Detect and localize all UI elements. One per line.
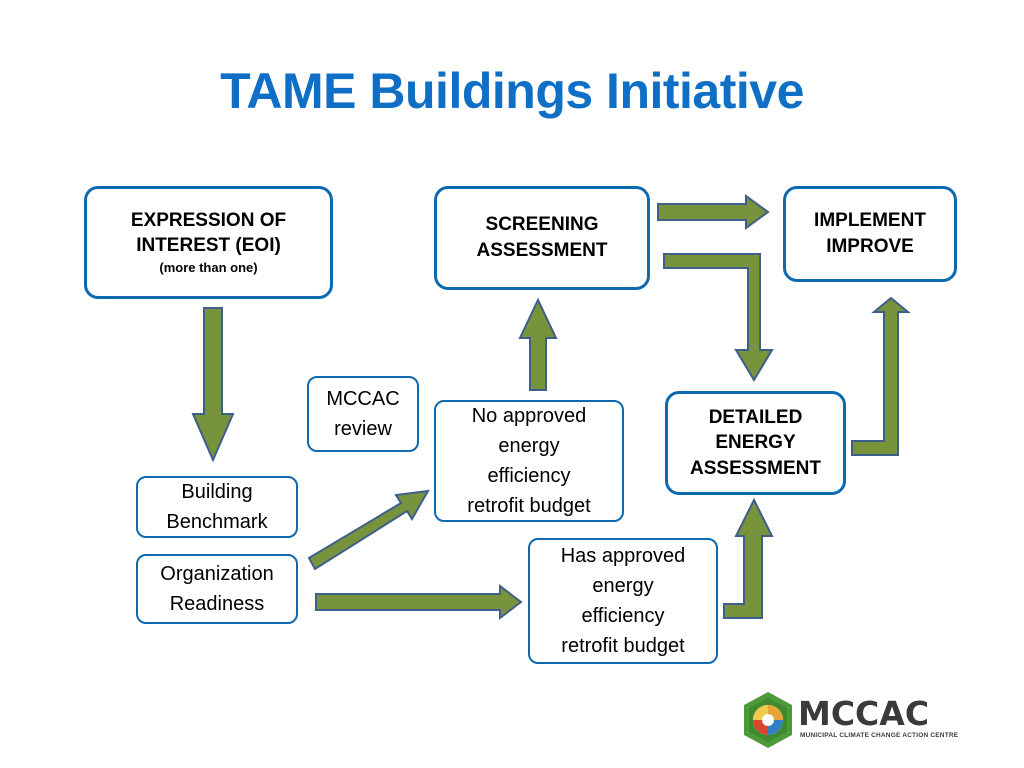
page-title: TAME Buildings Initiative [220, 63, 804, 119]
no-budget-line2: energy [498, 435, 560, 457]
no-budget-line1: No approved [471, 405, 587, 427]
readiness-box: Organization Readiness [136, 554, 298, 624]
screening-box: SCREENING ASSESSMENT [434, 186, 650, 290]
has-budget-line4: retrofit budget [561, 635, 685, 657]
detailed-box: DETAILED ENERGY ASSESSMENT [665, 391, 846, 495]
mccac-review-box: MCCAC review [307, 376, 419, 452]
arrow-eoi-to-benchmark [191, 307, 235, 463]
eoi-line1: EXPRESSION OF [130, 209, 287, 231]
eoi-line2: INTEREST (EOI) [136, 235, 281, 257]
detailed-line1: DETAILED [708, 406, 803, 428]
mccac-review-line2: review [334, 418, 392, 440]
no-budget-box: No approved energy efficiency retrofit b… [434, 400, 624, 522]
no-budget-line4: retrofit budget [467, 495, 591, 517]
arrow-screening-to-implement [657, 194, 770, 230]
benchmark-line1: Building [181, 481, 253, 503]
detailed-line2: ENERGY [715, 432, 796, 454]
has-budget-line3: efficiency [581, 605, 665, 627]
screening-line2: ASSESSMENT [476, 240, 608, 261]
benchmark-line2: Benchmark [166, 511, 268, 533]
arrow-detailed-to-implement [851, 296, 911, 456]
implement-line1: IMPLEMENT [814, 210, 926, 232]
readiness-line1: Organization [160, 563, 274, 585]
hexagon-logo-icon [744, 692, 792, 748]
implement-line2: IMPROVE [826, 236, 914, 257]
arrow-no-budget-to-screening [518, 297, 558, 391]
arrow-readiness-to-has-budget [315, 583, 523, 621]
eoi-note: (more than one) [159, 260, 258, 276]
arrow-screening-to-detailed [663, 253, 774, 382]
benchmark-box: Building Benchmark [136, 476, 298, 538]
logo-subtitle: MUNICIPAL CLIMATE CHANGE ACTION CENTRE [800, 732, 959, 739]
has-budget-box: Has approved energy efficiency retrofit … [528, 538, 718, 664]
mccac-review-line1: MCCAC [326, 388, 400, 410]
arrow-readiness-to-no-budget [307, 489, 430, 571]
has-budget-line2: energy [592, 575, 654, 597]
mccac-logo: MCCAC MUNICIPAL CLIMATE CHANGE ACTION CE… [740, 690, 970, 750]
detailed-line3: ASSESSMENT [690, 457, 821, 479]
arrow-has-budget-to-detailed [723, 497, 774, 619]
readiness-line2: Readiness [169, 593, 265, 615]
eoi-box: EXPRESSION OF INTEREST (EOI) (more than … [84, 186, 333, 299]
no-budget-line3: efficiency [487, 465, 571, 487]
logo-name: MCCAC [798, 694, 930, 733]
screening-line1: SCREENING [485, 214, 599, 236]
has-budget-line1: Has approved [560, 545, 686, 567]
implement-box: IMPLEMENT IMPROVE [783, 186, 957, 282]
